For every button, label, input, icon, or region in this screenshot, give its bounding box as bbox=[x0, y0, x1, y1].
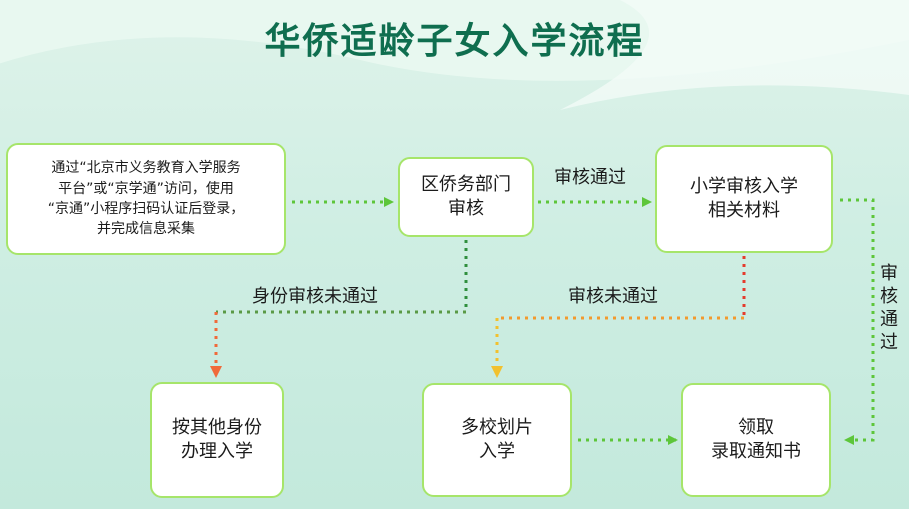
box-district-review: 区侨务部门 审核 bbox=[398, 157, 534, 237]
box-login-platform: 通过“北京市义务教育入学服务 平台”或“京学通”访问，使用 “京通”小程序扫码认… bbox=[6, 143, 286, 255]
box-school-review: 小学审核入学 相关材料 bbox=[655, 145, 833, 253]
box-other-identity: 按其他身份 办理入学 bbox=[150, 382, 284, 498]
label-identity-fail: 身份审核未通过 bbox=[252, 286, 378, 307]
arrow-school-to-notice bbox=[840, 198, 875, 445]
box-admission-notice-text: 领取 录取通知书 bbox=[711, 416, 801, 462]
box-login-platform-text: 通过“北京市义务教育入学服务 平台”或“京学通”访问，使用 “京通”小程序扫码认… bbox=[47, 160, 245, 238]
label-review-pass: 审核通过 bbox=[554, 167, 626, 188]
page-title: 华侨适龄子女入学流程 bbox=[264, 21, 645, 62]
box-school-review-text: 小学审核入学 相关材料 bbox=[690, 175, 798, 221]
box-other-identity-text: 按其他身份 办理入学 bbox=[172, 416, 262, 462]
box-multi-school: 多校划片 入学 bbox=[422, 383, 572, 497]
box-admission-notice: 领取 录取通知书 bbox=[681, 383, 831, 497]
box-district-review-text: 区侨务部门 审核 bbox=[421, 173, 511, 219]
label-review-pass-vertical: 审 核 通 过 bbox=[880, 263, 898, 353]
box-multi-school-text: 多校划片 入学 bbox=[461, 416, 533, 462]
label-review-fail: 审核未通过 bbox=[568, 286, 658, 307]
